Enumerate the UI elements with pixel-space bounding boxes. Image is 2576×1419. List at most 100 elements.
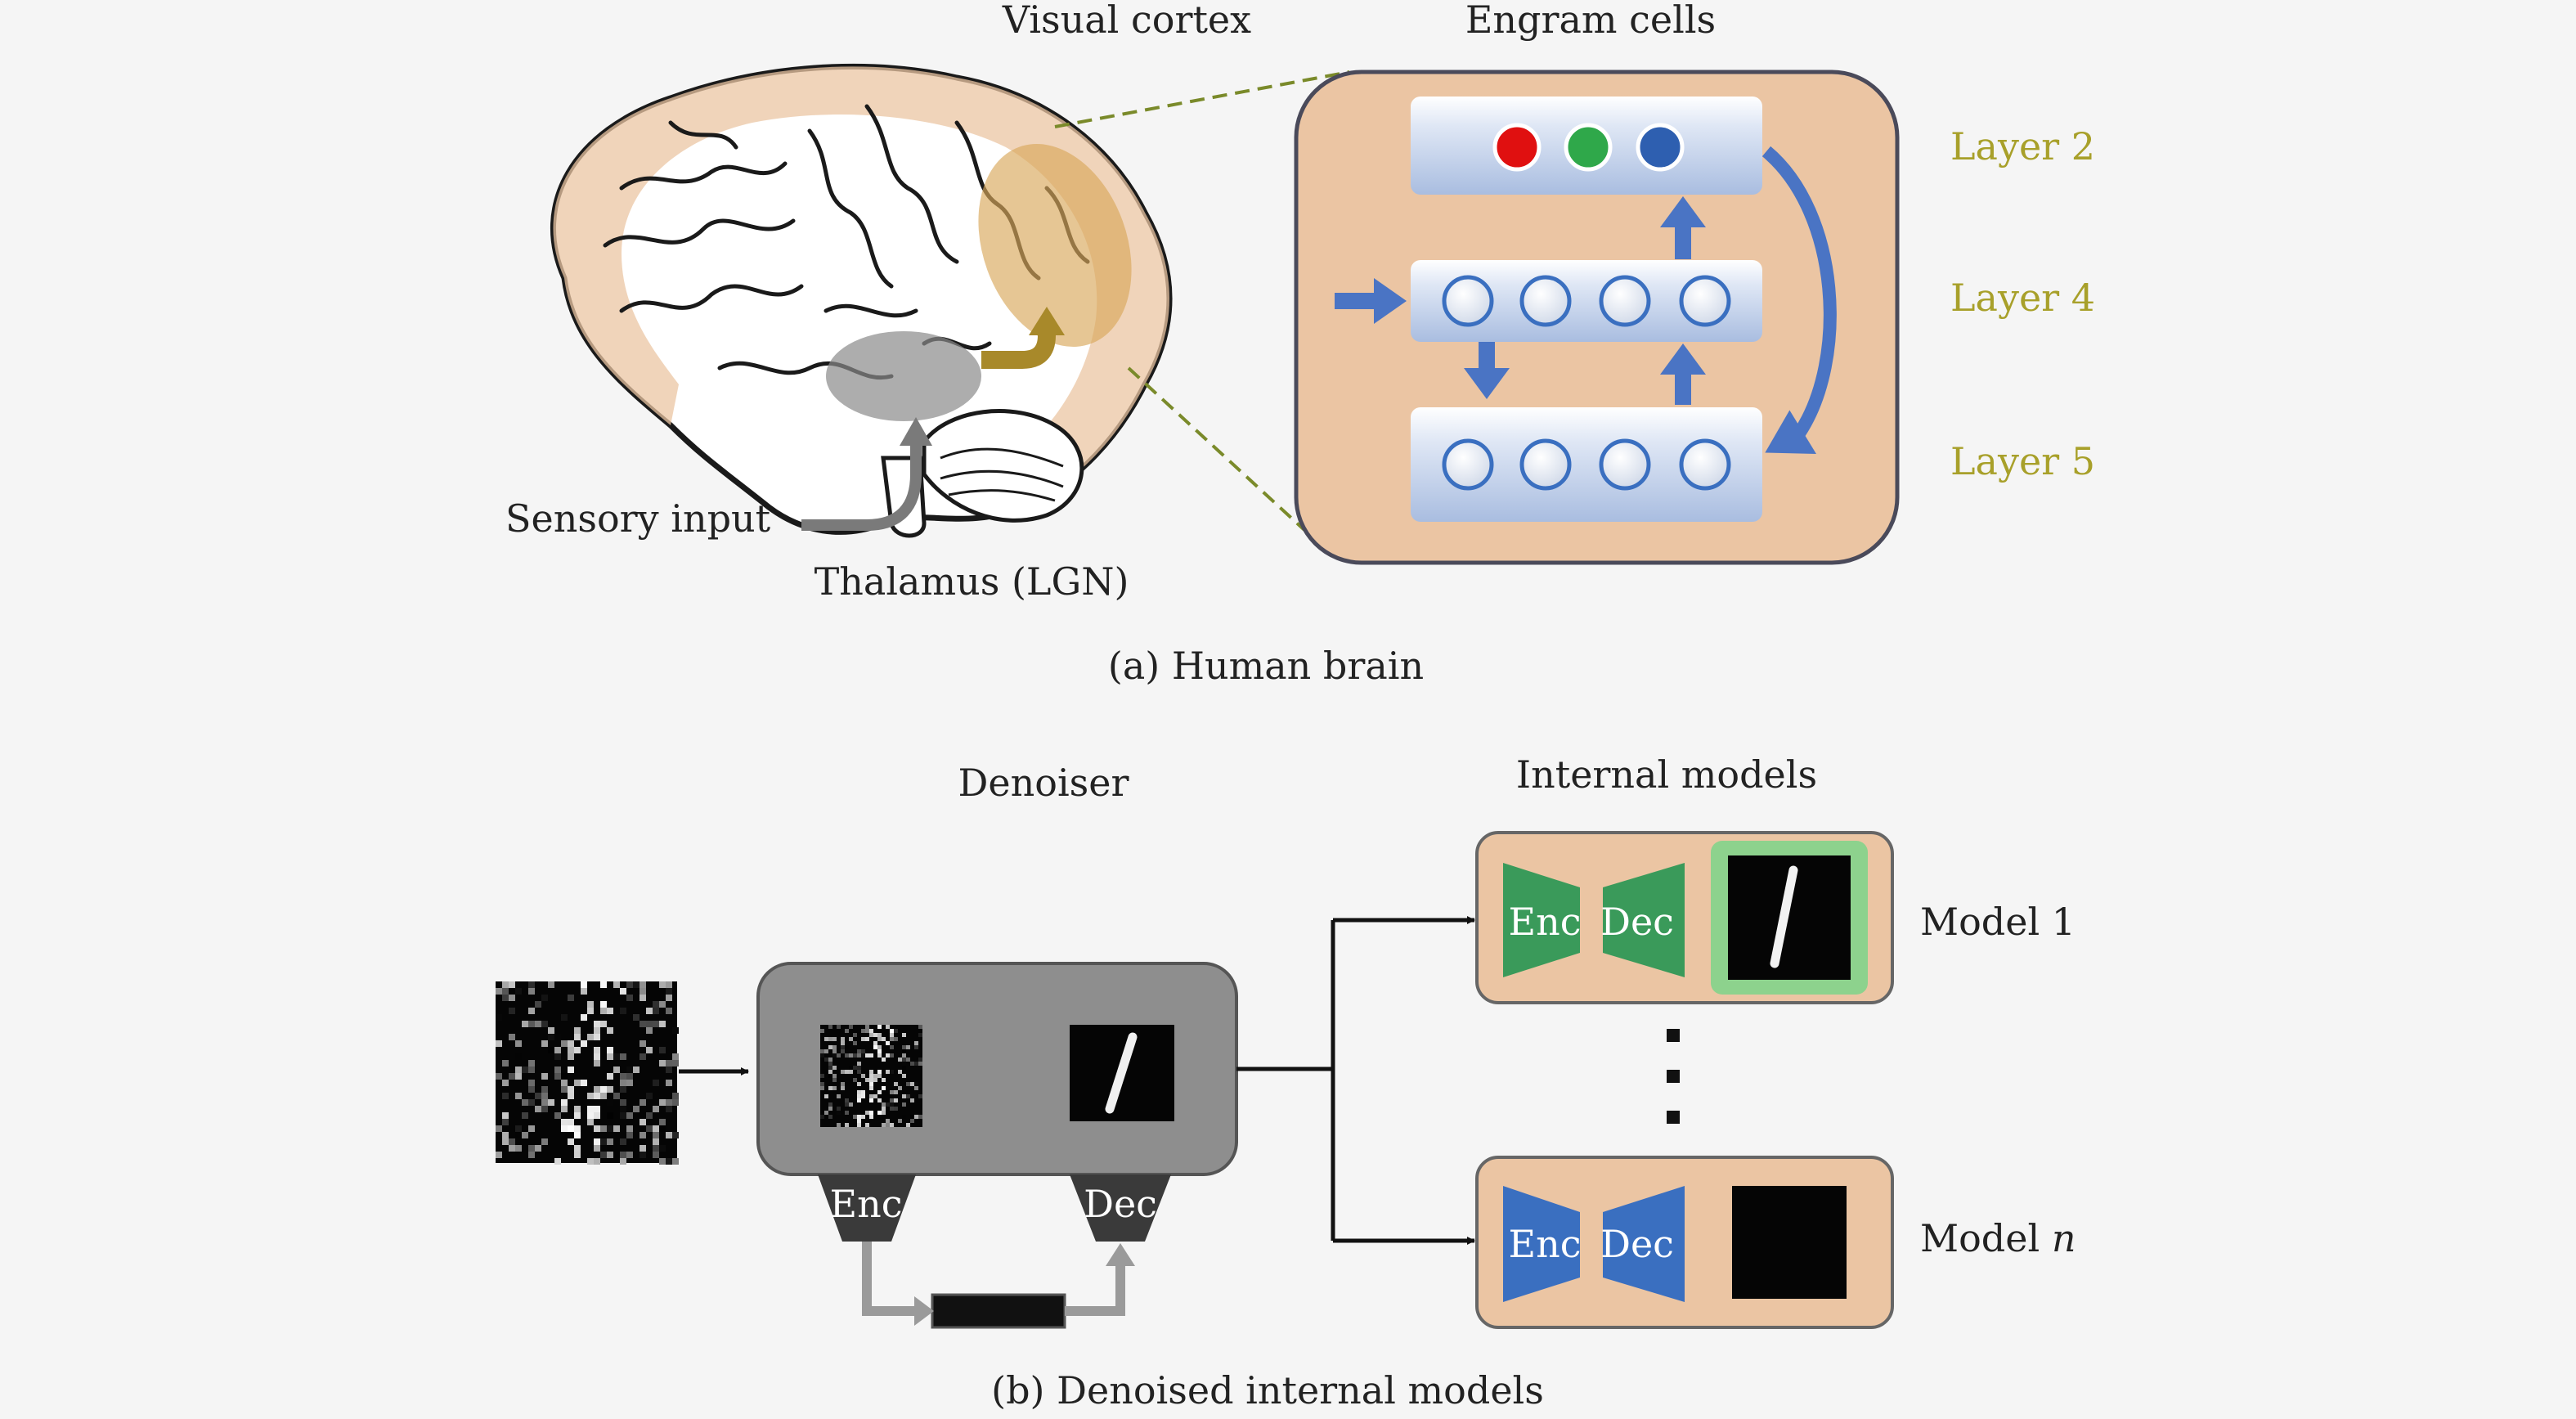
noise-pixel — [626, 1152, 633, 1158]
panel-a-caption: (a) Human brain — [1108, 644, 1424, 688]
noise-pixel — [587, 1112, 594, 1119]
noise-pixel — [869, 1078, 873, 1082]
noise-pixel — [620, 1099, 626, 1106]
noise-pixel — [633, 981, 640, 988]
noise-pixel — [509, 1145, 515, 1152]
noise-pixel — [873, 1094, 877, 1098]
noise-pixel — [877, 1049, 882, 1053]
noise-pixel — [528, 1021, 535, 1027]
noise-pixel — [910, 1082, 914, 1086]
noise-pixel — [640, 988, 646, 995]
noise-pixel — [509, 995, 515, 1001]
noise-pixel — [886, 1041, 890, 1045]
noise-pixel — [857, 1115, 861, 1119]
noise-pixel — [672, 1099, 679, 1106]
noise-pixel — [574, 1125, 581, 1132]
noise-pixel — [873, 1033, 877, 1037]
noise-pixel — [666, 1106, 672, 1112]
noise-pixel — [594, 1027, 600, 1034]
noise-pixel — [877, 1037, 882, 1041]
noise-pixel — [890, 1102, 894, 1107]
noise-pixel — [587, 1119, 594, 1125]
noise-pixel — [918, 1025, 922, 1029]
noise-pixel — [898, 1058, 902, 1062]
noise-pixel — [653, 1106, 659, 1112]
visual-cortex-label: Visual cortex — [1002, 0, 1251, 42]
noise-pixel — [646, 1047, 653, 1053]
noise-pixel — [906, 1123, 910, 1127]
noise-pixel — [890, 1098, 894, 1102]
noise-pixel — [857, 1062, 861, 1066]
noise-pixel — [837, 1123, 841, 1127]
noise-pixel — [824, 1049, 828, 1053]
noise-pixel — [886, 1070, 890, 1074]
noise-pixel — [548, 1027, 554, 1034]
noise-pixel — [902, 1094, 906, 1098]
noise-pixel — [902, 1062, 906, 1066]
noise-pixel — [902, 1033, 906, 1037]
noise-pixel — [894, 1090, 898, 1094]
noise-pixel — [906, 1094, 910, 1098]
noise-pixel — [882, 1107, 886, 1111]
noise-pixel — [528, 1086, 535, 1093]
noise-pixel — [865, 1025, 869, 1029]
noise-pixel — [581, 981, 587, 988]
noise-pixel — [554, 1112, 561, 1119]
noise-pixel — [541, 1086, 548, 1093]
layer-5-neuron — [1519, 438, 1572, 491]
noise-pixel — [902, 1058, 906, 1062]
noise-pixel — [659, 1047, 666, 1053]
noise-pixel — [906, 1082, 910, 1086]
noise-pixel — [561, 1119, 568, 1125]
noise-pixel — [574, 1152, 581, 1158]
noise-pixel — [914, 1045, 918, 1049]
model-n-encoder-block — [1503, 1186, 1580, 1302]
noise-pixel — [666, 995, 672, 1001]
noise-pixel — [857, 1090, 861, 1094]
noise-pixel — [873, 1078, 877, 1082]
noise-pixel — [620, 1080, 626, 1086]
up-arrow-l5-head — [1660, 344, 1706, 375]
denoiser-dec-label: Dec — [1084, 1182, 1157, 1226]
noise-pixel — [581, 1080, 587, 1086]
noise-pixel — [594, 1158, 600, 1165]
noise-pixel — [869, 1029, 873, 1033]
noise-pixel — [581, 988, 587, 995]
noise-pixel — [824, 1058, 828, 1062]
noise-pixel — [659, 981, 666, 988]
noise-pixel — [496, 1125, 502, 1132]
noise-pixel — [869, 1098, 873, 1102]
noise-pixel — [890, 1053, 894, 1058]
noise-pixel — [832, 1037, 837, 1041]
noise-pixel — [509, 1138, 515, 1145]
zoom-line-top — [1054, 70, 1350, 128]
noise-pixel — [861, 1115, 865, 1119]
noise-pixel — [626, 1132, 633, 1138]
noise-pixel — [914, 1086, 918, 1090]
noise-pixel — [528, 1152, 535, 1158]
recurrent-arrowhead — [1765, 410, 1816, 454]
noise-pixel — [640, 1040, 646, 1047]
noise-pixel — [613, 981, 620, 988]
noise-pixel — [853, 1041, 857, 1045]
model-n-dec-label: Dec — [1600, 1222, 1674, 1266]
noise-pixel — [902, 1102, 906, 1107]
internal-models-label: Internal models — [1516, 752, 1817, 797]
noise-pixel — [853, 1053, 857, 1058]
visual-cortex-region — [978, 144, 1132, 347]
noise-pixel — [666, 1099, 672, 1106]
noise-pixel — [626, 995, 633, 1001]
noise-pixel — [620, 1112, 626, 1119]
noise-pixel — [626, 1066, 633, 1073]
noise-pixel — [845, 1098, 849, 1102]
noise-pixel — [607, 1152, 613, 1158]
brain-illustration — [550, 63, 1173, 538]
noise-pixel — [869, 1070, 873, 1074]
noise-pixel — [594, 1053, 600, 1060]
noisy-input-noise — [496, 981, 679, 1165]
noise-pixel — [626, 1112, 633, 1119]
noise-pixel — [828, 1045, 832, 1049]
noise-pixel — [502, 981, 509, 988]
noise-pixel — [646, 1021, 653, 1027]
noise-pixel — [607, 1008, 613, 1014]
